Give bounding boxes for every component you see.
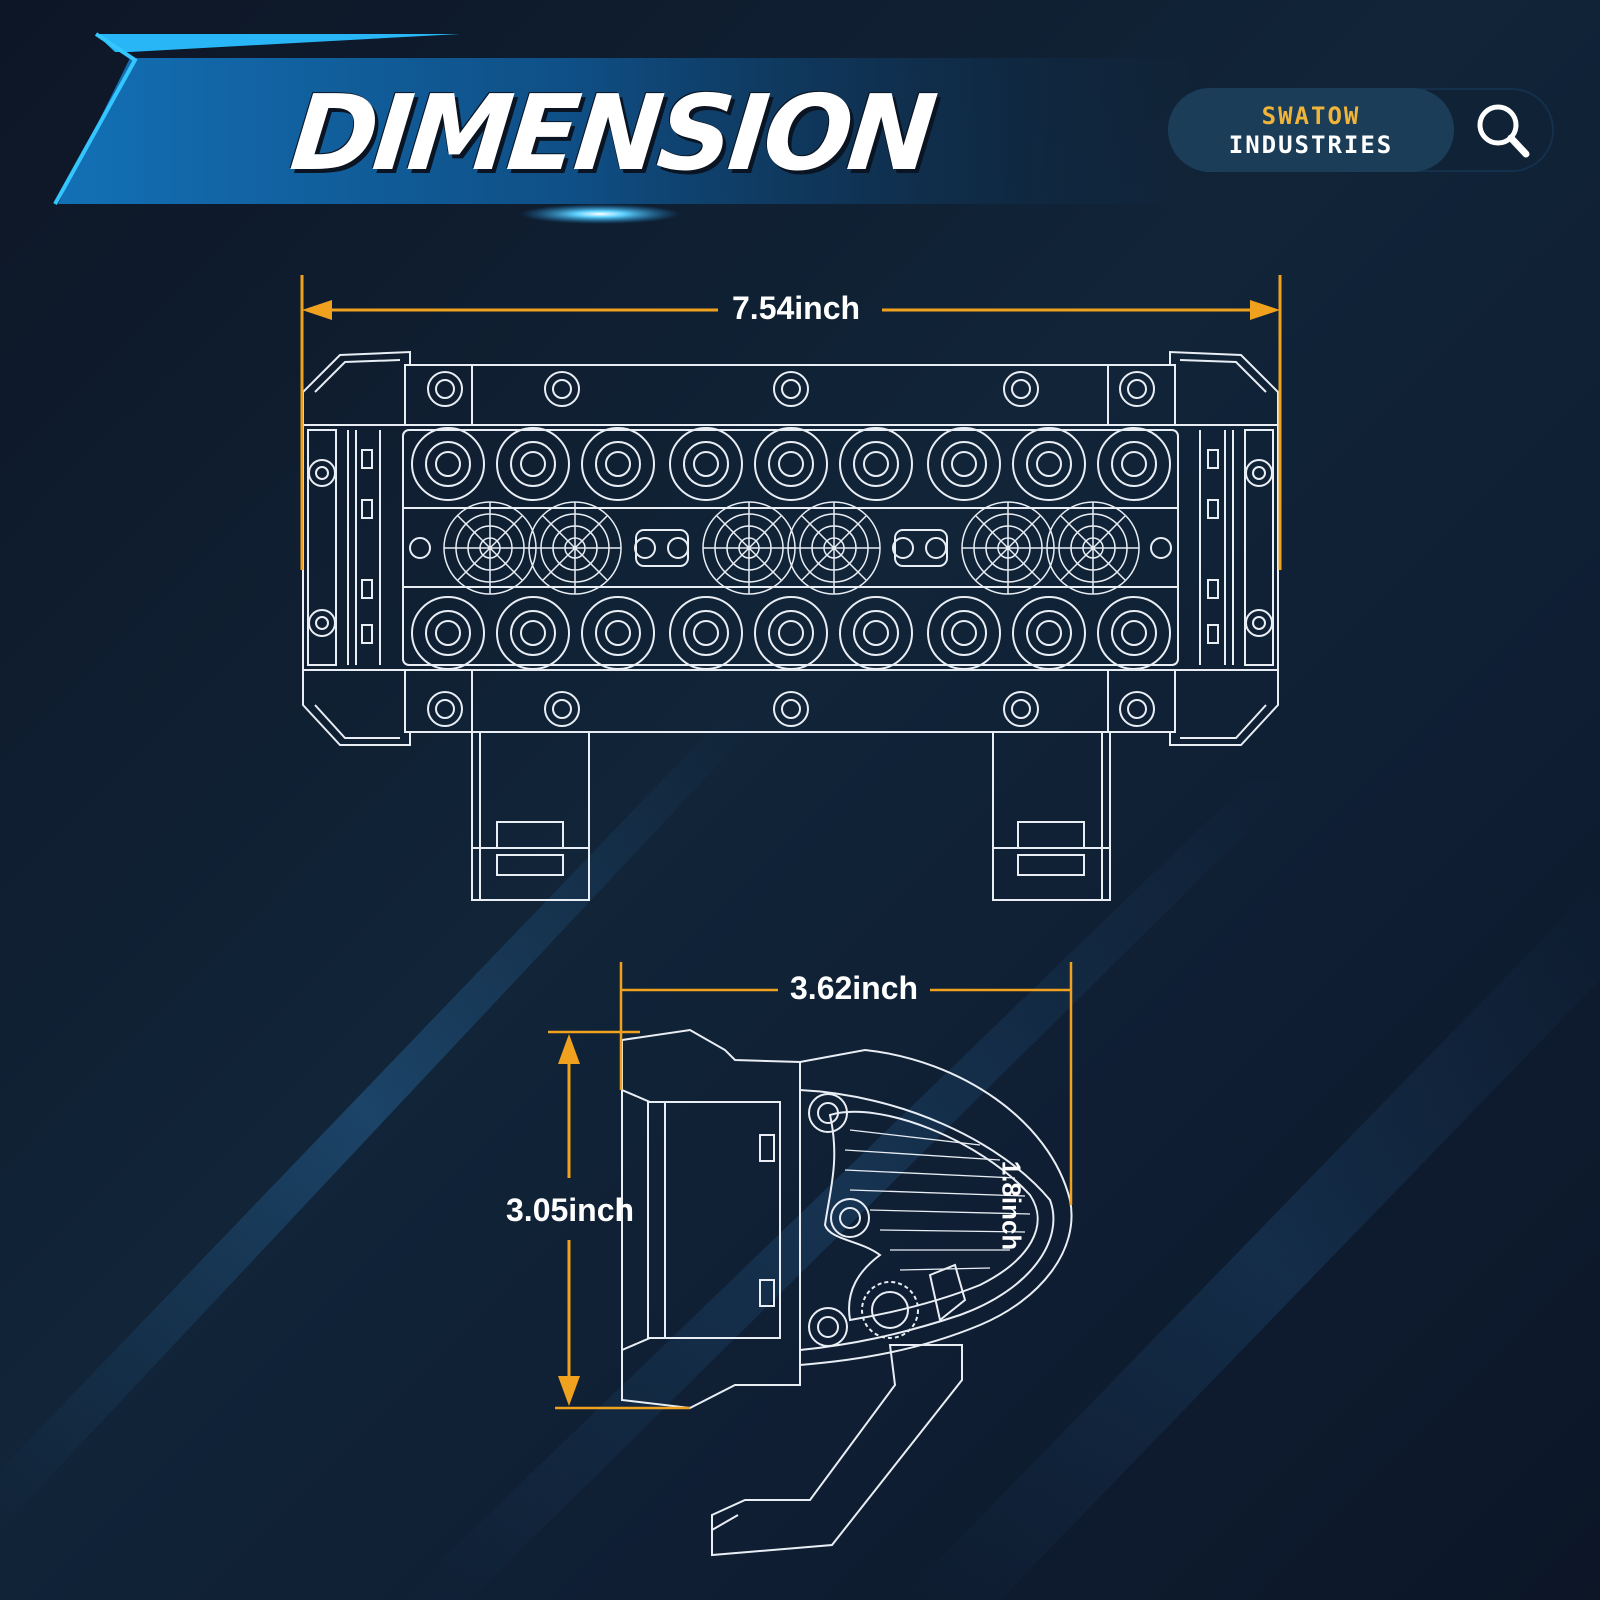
dimension-depth-label: 3.62inch [790,970,919,1006]
mount-bracket-left [471,731,590,901]
front-view [302,350,1279,901]
dimension-face-label: 1.8inch [996,1160,1027,1251]
screw-row-top [427,371,1155,407]
mount-bracket-right [992,731,1111,901]
title-banner [48,32,1200,224]
led-row-bottom [411,596,1171,670]
dimension-length-label: 7.54inch [732,290,861,326]
brand-name-line2: INDUSTRIES [1228,131,1394,159]
dimension-height-label: 3.05inch [506,1192,635,1228]
led-row-top [411,427,1171,501]
dimension-lines [300,275,1282,1410]
side-view [621,1028,1073,1557]
brand-name-line1: SWATOW [1261,102,1361,130]
brand-logo: SWATOW INDUSTRIES [1168,88,1454,172]
brand-badge: SWATOW INDUSTRIES [1168,88,1554,172]
spot-lens-row [409,501,1172,595]
search-icon[interactable] [1468,98,1538,162]
screw-row-bottom [427,691,1155,727]
